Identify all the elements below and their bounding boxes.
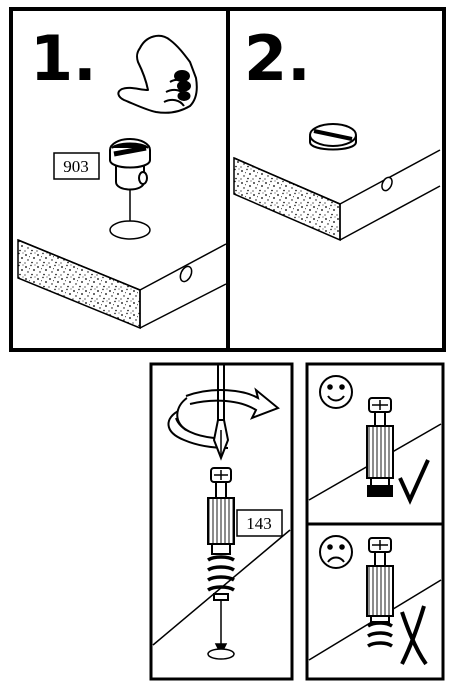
part-code: 903 xyxy=(63,157,89,176)
panel-incorrect xyxy=(307,524,443,679)
insert-guide xyxy=(208,600,234,659)
board xyxy=(18,90,226,328)
part-label: 903 xyxy=(54,153,99,179)
screwdriver-icon xyxy=(214,364,228,458)
cam-dowel xyxy=(367,398,393,496)
panel-step-2: 2. xyxy=(234,22,440,240)
panel-step-1: 1. xyxy=(18,22,226,328)
smiley-face-icon xyxy=(320,376,352,408)
cam-dowel xyxy=(367,538,393,646)
checkmark-icon xyxy=(400,460,428,500)
panel-correct xyxy=(307,364,443,524)
step-number: 1. xyxy=(30,22,97,95)
board xyxy=(234,90,440,240)
x-mark-icon xyxy=(402,606,426,664)
frowning-face-icon xyxy=(320,536,352,568)
part-code: 143 xyxy=(246,514,272,533)
step-number: 2. xyxy=(244,22,311,95)
cam-lock-installed xyxy=(310,124,356,150)
hand-icon xyxy=(118,36,196,113)
panel-install-dowel: 143 xyxy=(151,364,292,679)
part-label: 143 xyxy=(237,510,282,536)
